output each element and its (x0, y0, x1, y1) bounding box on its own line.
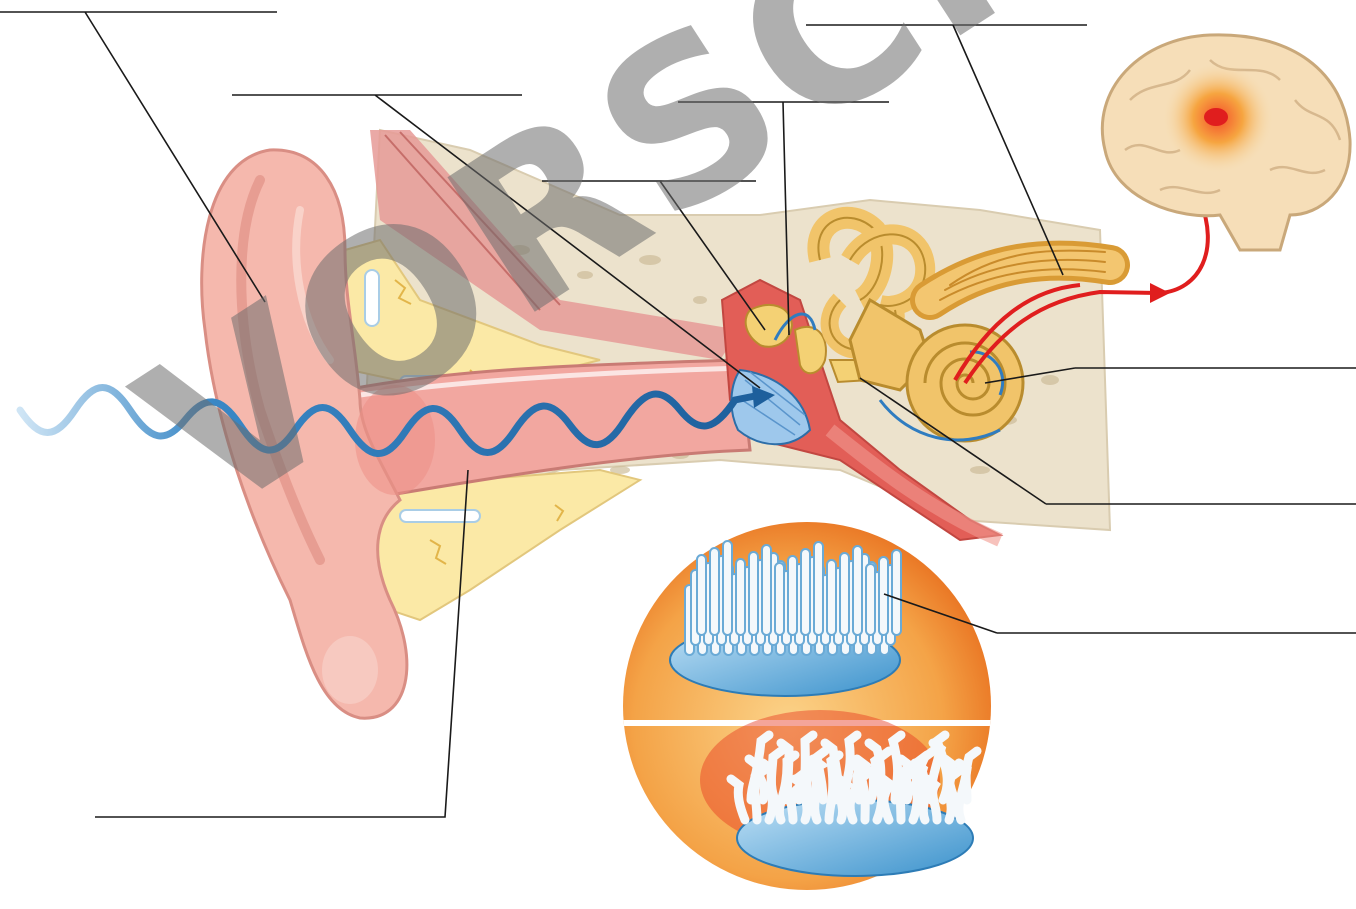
healthy-cilium (879, 557, 888, 635)
healthy-cilium (736, 559, 745, 635)
healthy-cilia (685, 541, 901, 655)
healthy-cilium (840, 553, 849, 635)
healthy-cilium (801, 549, 810, 635)
healthy-cilium (749, 552, 758, 635)
healthy-cilium (788, 556, 797, 635)
healthy-cilium (814, 542, 823, 635)
healthy-cilium (827, 560, 836, 635)
healthy-cilium (723, 541, 732, 635)
healthy-cilium (866, 564, 875, 635)
healthy-cilium (710, 548, 719, 635)
healthy-cilium (762, 545, 771, 635)
healthy-cilium (853, 546, 862, 635)
healthy-cilium (775, 563, 784, 635)
healthy-cilium (892, 550, 901, 635)
healthy-cilium (697, 555, 706, 635)
hair-cell-magnifier (600, 522, 1020, 890)
brain (1102, 35, 1350, 250)
